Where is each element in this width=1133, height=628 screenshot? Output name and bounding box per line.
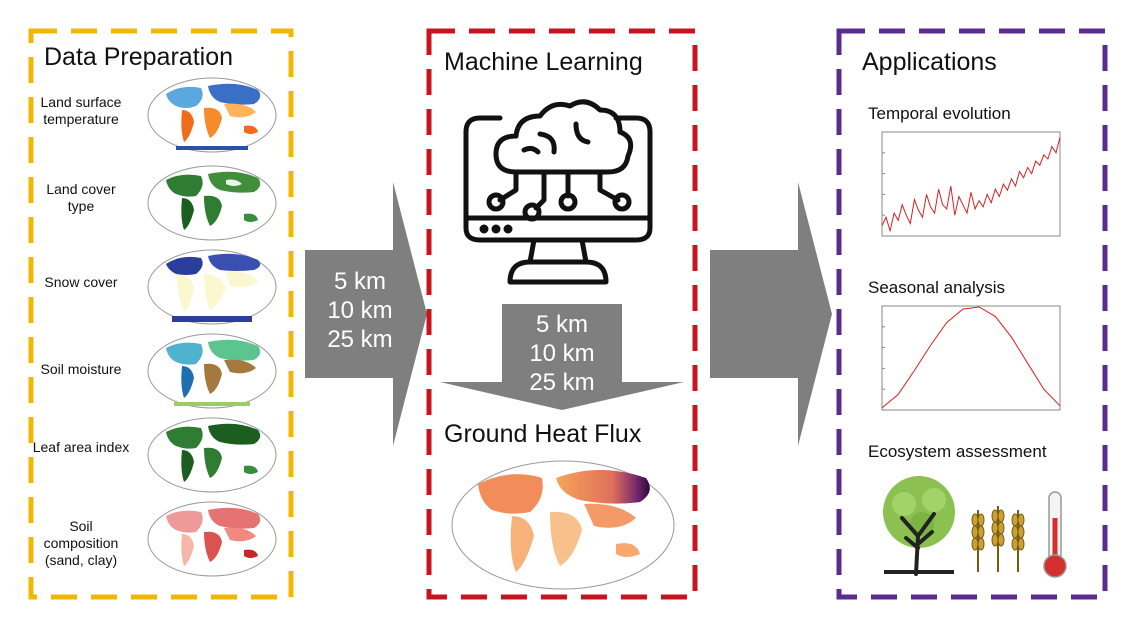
seasonal-analysis-chart <box>881 305 1061 411</box>
soilcomp-map <box>147 501 277 577</box>
prep-label-lst: Land surface temperature <box>40 94 122 127</box>
ecosystem-assessment-label: Ecosystem assessment <box>868 442 1047 461</box>
seasonal-chart-series-line <box>881 306 1061 409</box>
brain-cloud-monitor-icon <box>463 99 653 285</box>
prep-label-snow: Snow cover <box>44 274 118 290</box>
resolution-arrow-1 <box>305 182 427 446</box>
machine-learning-panel: Machine Learning Ground Heat Flux <box>426 28 698 600</box>
temporal-evolution-chart <box>881 131 1061 237</box>
snow-map <box>147 249 277 325</box>
ground-heat-flux-title: Ground Heat Flux <box>444 420 642 448</box>
arrow2-line-3: 25 km <box>529 369 595 396</box>
landcover-map <box>147 165 277 241</box>
resolution-arrow-2 <box>440 304 684 410</box>
tree-icon <box>883 476 955 576</box>
prep-label-soilcomp: Soil composition (sand, clay) <box>43 518 119 568</box>
arrow1-line-2: 10 km <box>327 297 393 324</box>
applications-panel: Applications Temporal evolution Seasonal… <box>836 28 1108 600</box>
prep-label-landcover: Land cover type <box>46 181 116 214</box>
soilmoisture-map <box>147 333 277 409</box>
temporal-evolution-label: Temporal evolution <box>868 104 1011 123</box>
prep-label-lai: Leaf area index <box>32 439 130 455</box>
arrow2-line-2: 10 km <box>529 340 595 367</box>
thermometer-icon <box>1043 491 1067 578</box>
prep-label-soilmoisture: Soil moisture <box>40 361 122 377</box>
applications-title: Applications <box>862 48 997 76</box>
temporal-chart-frame <box>881 131 1061 237</box>
arrow1-line-3: 25 km <box>327 326 393 353</box>
arrow2-line-1: 5 km <box>535 311 588 338</box>
lai-map <box>147 417 277 493</box>
lst-map <box>147 77 277 153</box>
data-preparation-panel: Data Preparation Land surface temperatur… <box>28 28 294 600</box>
arrow1-line-1: 5 km <box>333 268 386 295</box>
data-preparation-frame <box>28 28 294 600</box>
data-preparation-title: Data Preparation <box>44 43 234 71</box>
resolution-arrow-3 <box>710 182 832 446</box>
ground-heat-flux-map <box>451 460 675 590</box>
wheat-icon <box>971 506 1025 572</box>
machine-learning-frame <box>426 28 698 600</box>
seasonal-chart-frame <box>881 305 1061 411</box>
seasonal-analysis-label: Seasonal analysis <box>868 278 1006 297</box>
applications-frame <box>836 28 1108 600</box>
machine-learning-title: Machine Learning <box>444 48 643 76</box>
temporal-chart-series-line <box>881 137 1061 233</box>
